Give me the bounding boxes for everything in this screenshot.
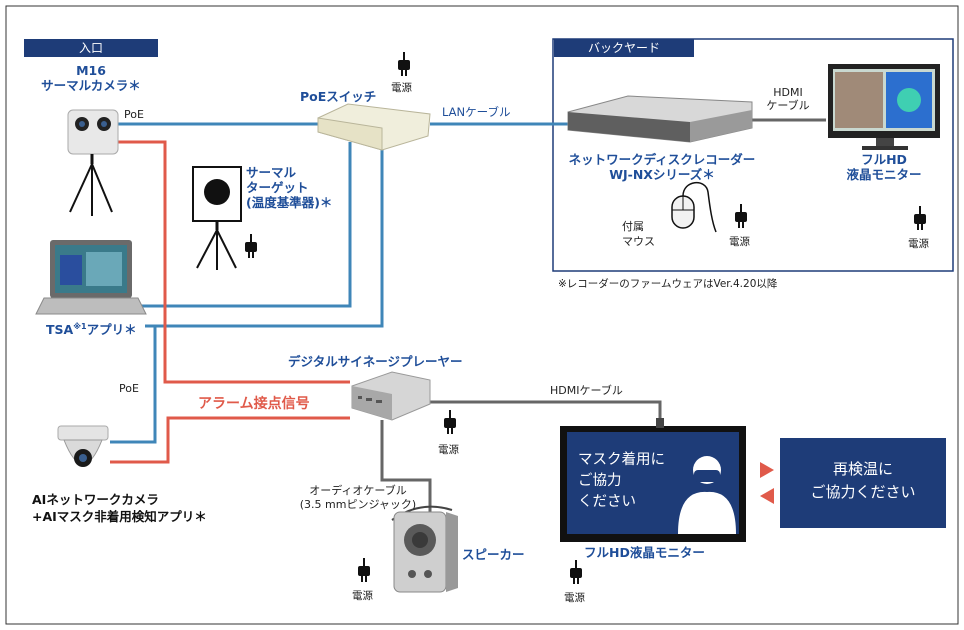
power-plugs bbox=[245, 52, 926, 584]
plug-player bbox=[444, 410, 456, 434]
network-lines bbox=[110, 122, 572, 444]
alarm-label: アラーム接点信号 bbox=[198, 396, 310, 412]
thermal-camera-illustration bbox=[67, 109, 119, 216]
hdmi-line-player-monitor bbox=[430, 400, 662, 424]
plug-recorder bbox=[735, 204, 747, 228]
backyard-tag: バックヤード bbox=[554, 39, 694, 57]
ai-camera-label: AIネットワークカメラ +AIマスク非着用検知アプリ＊ bbox=[32, 492, 207, 524]
plug-target bbox=[245, 234, 257, 258]
line-switch-laptop bbox=[132, 142, 352, 308]
callout-message: 再検温に ご協力ください bbox=[810, 460, 916, 502]
bottom-monitor-illustration bbox=[560, 418, 746, 542]
mouse-illustration bbox=[671, 182, 717, 233]
tsa-app-sup: ※1 bbox=[73, 322, 87, 331]
hdmi-top-label: HDMI ケーブル bbox=[766, 86, 810, 113]
poe-top-label: PoE bbox=[124, 108, 144, 121]
poe-switch-illustration bbox=[317, 103, 431, 151]
speaker-label: スピーカー bbox=[462, 547, 525, 562]
recorder-footnote: ※レコーダーのファームウェアはVer.4.20以降 bbox=[558, 278, 778, 290]
top-monitor-illustration bbox=[828, 64, 940, 150]
alarm-line-thermal bbox=[118, 140, 350, 384]
poe-line-ai-camera bbox=[110, 326, 157, 444]
hdmi-lines bbox=[380, 118, 826, 512]
recorder-illustration bbox=[567, 95, 753, 143]
tsa-app-name: TSA bbox=[46, 322, 74, 338]
tsa-app-label: TSA※1アプリ＊ bbox=[46, 322, 137, 337]
power-label-bottom-monitor: 電源 bbox=[564, 592, 585, 604]
thermal-camera-label: M16 サーマルカメラ＊ bbox=[41, 63, 141, 93]
hdmi-bottom-label: HDMIケーブル bbox=[550, 384, 623, 397]
outer-frame bbox=[5, 5, 959, 625]
top-monitor-label: フルHD 液晶モニター bbox=[846, 152, 922, 182]
lan-label: LANケーブル bbox=[442, 105, 511, 119]
speaker-illustration bbox=[391, 505, 458, 593]
red-arrows bbox=[760, 462, 774, 504]
plug-bottom-monitor bbox=[570, 560, 582, 584]
audio-label: オーディオケーブル (3.5 mmピンジャック) bbox=[299, 484, 417, 512]
power-label-player: 電源 bbox=[438, 444, 459, 456]
recorder-label: ネットワークディスクレコーダー WJ-NXシリーズ＊ bbox=[568, 152, 756, 182]
audio-line bbox=[380, 420, 432, 512]
poe-left-label: PoE bbox=[119, 382, 139, 395]
power-label-recorder: 電源 bbox=[729, 236, 750, 248]
plug-top-monitor bbox=[914, 206, 926, 230]
alarm-lines bbox=[110, 140, 350, 464]
poe-switch-label: PoEスイッチ bbox=[300, 89, 377, 104]
monitor-screen-message: マスク着用に ご協力 ください bbox=[578, 452, 665, 511]
line-switch-tsa bbox=[145, 142, 384, 328]
bottom-monitor-label: フルHD液晶モニター bbox=[584, 545, 705, 560]
plug-poe-switch bbox=[398, 52, 410, 76]
power-label-poe-switch: 電源 bbox=[391, 82, 412, 94]
arrow-right bbox=[760, 462, 774, 478]
thermal-target-illustration bbox=[192, 166, 242, 270]
power-label-top-monitor: 電源 bbox=[908, 238, 929, 250]
signage-player-label: デジタルサイネージプレーヤー bbox=[288, 354, 463, 369]
signage-player-illustration bbox=[351, 371, 431, 421]
tsa-app-suffix: アプリ＊ bbox=[86, 322, 137, 338]
mouse-label: 付属 マウス bbox=[622, 220, 655, 248]
plug-speaker bbox=[358, 558, 370, 582]
entrance-tag: 入口 bbox=[24, 39, 158, 57]
laptop-illustration bbox=[35, 240, 147, 315]
backyard-frame bbox=[552, 38, 954, 272]
alarm-line-ai bbox=[110, 416, 350, 464]
thermal-target-label: サーマル ターゲット (温度基準器)＊ bbox=[246, 165, 333, 210]
arrow-left bbox=[760, 488, 774, 504]
ai-camera-illustration bbox=[57, 425, 109, 467]
power-label-speaker: 電源 bbox=[352, 590, 373, 602]
callout-box bbox=[780, 438, 946, 528]
